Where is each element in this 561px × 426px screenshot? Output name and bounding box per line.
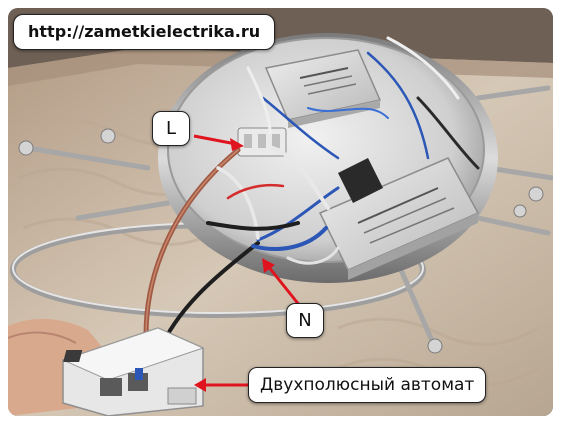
black-transformer: [338, 158, 383, 203]
breaker-label: Двухполюсный автомат: [248, 367, 487, 403]
chandelier-wiring-photo: [8, 8, 553, 416]
breaker-device: [61, 327, 205, 416]
annotation-arrows: [193, 134, 306, 392]
site-url-watermark: http://zametkielectrika.ru: [13, 14, 276, 50]
neutral-wire-label: N: [286, 303, 324, 338]
photo-illustration: [8, 8, 553, 416]
transformer-lower: [318, 157, 480, 280]
chandelier-arms: [25, 85, 553, 346]
line-wire-label: L: [152, 111, 190, 146]
wires: [143, 36, 480, 366]
transformer-upper: [264, 49, 382, 128]
